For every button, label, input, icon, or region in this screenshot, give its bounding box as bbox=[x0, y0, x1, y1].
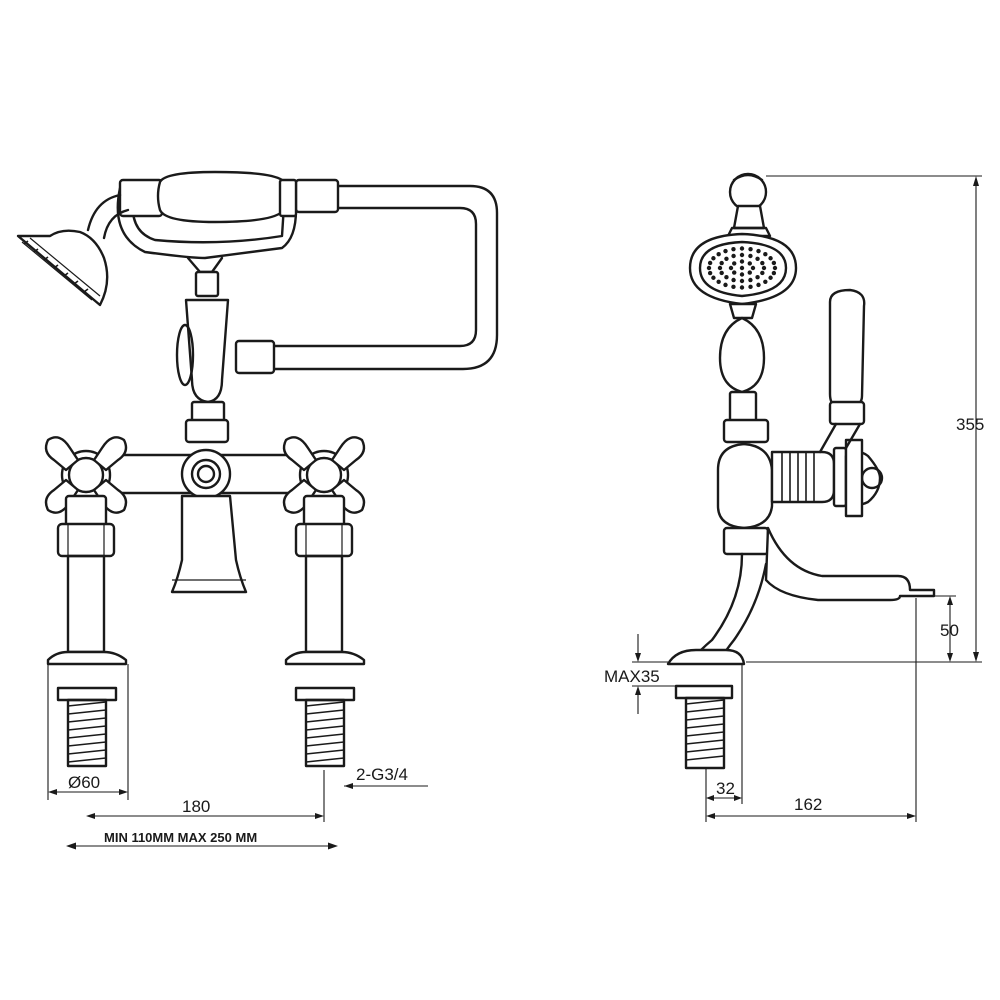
dim-centres: 180 bbox=[182, 797, 210, 816]
side-view bbox=[632, 172, 982, 822]
nozzle-hole bbox=[772, 265, 778, 271]
nozzle-hole bbox=[732, 270, 737, 275]
nozzle-hole bbox=[763, 252, 768, 257]
nozzle-hole bbox=[763, 279, 768, 284]
nozzle-hole bbox=[739, 259, 745, 264]
dim-spout-height: 50 bbox=[940, 621, 959, 640]
hose-cradle-side bbox=[726, 172, 772, 238]
nozzle-hole bbox=[716, 279, 721, 284]
nozzle-hole bbox=[723, 282, 728, 288]
nozzle-hole bbox=[739, 272, 745, 277]
nozzle-hole bbox=[719, 260, 724, 266]
mixer-body-front bbox=[80, 448, 334, 594]
nozzle-hole bbox=[771, 260, 777, 266]
nozzle-hole bbox=[724, 256, 729, 262]
nozzle-hole bbox=[739, 252, 745, 258]
nozzle-hole bbox=[706, 265, 712, 271]
nozzle-hole bbox=[731, 277, 736, 283]
dim-base-diameter: Ø60 bbox=[68, 773, 100, 792]
nozzle-hole bbox=[748, 277, 753, 283]
shower-head-side bbox=[688, 232, 798, 424]
nozzle-hole bbox=[748, 246, 753, 252]
nozzle-hole bbox=[707, 270, 713, 276]
dim-inlet-offset: 32 bbox=[716, 779, 735, 798]
dim-max-deck-thickness: MAX35 bbox=[604, 667, 660, 686]
nozzle-hole bbox=[719, 270, 724, 276]
dim-inlet-thread: 2-G3/4 bbox=[356, 765, 408, 784]
nozzle-hole bbox=[711, 256, 716, 261]
nozzle-hole bbox=[747, 261, 752, 266]
nozzle-hole bbox=[731, 284, 736, 290]
nozzle-hole bbox=[739, 285, 745, 290]
nozzle-hole bbox=[732, 261, 737, 266]
nozzle-hole bbox=[760, 270, 765, 276]
nozzle-hole bbox=[724, 274, 729, 280]
mixer-body-side bbox=[716, 418, 884, 556]
nozzle-hole bbox=[723, 248, 728, 254]
nozzle-hole bbox=[716, 252, 721, 257]
nozzle-hole bbox=[747, 270, 752, 275]
nozzle-hole bbox=[755, 256, 760, 262]
nozzle-hole bbox=[750, 265, 756, 271]
cross-handle-right bbox=[282, 436, 366, 768]
nozzle-hole bbox=[739, 265, 745, 271]
front-view bbox=[16, 170, 499, 850]
nozzle-hole bbox=[739, 246, 745, 251]
shower-hose bbox=[234, 178, 499, 375]
nozzle-hole bbox=[771, 270, 777, 276]
nozzle-hole bbox=[748, 284, 753, 290]
nozzle-hole bbox=[761, 265, 767, 271]
mixer-lever-front bbox=[175, 298, 230, 444]
nozzle-hole bbox=[717, 265, 723, 271]
mixer-lever-side bbox=[818, 288, 866, 454]
nozzle-hole bbox=[768, 256, 773, 261]
front-dimensions bbox=[47, 664, 428, 850]
nozzle-hole bbox=[756, 248, 761, 254]
nozzle-hole bbox=[755, 274, 760, 280]
dim-centres-range: MIN 110MM MAX 250 MM bbox=[104, 830, 257, 845]
nozzle-hole bbox=[711, 275, 716, 280]
nozzle-hole bbox=[760, 260, 765, 266]
nozzle-hole bbox=[728, 265, 734, 271]
nozzle-hole bbox=[768, 275, 773, 280]
shower-handset bbox=[16, 170, 298, 307]
nozzle-hole bbox=[756, 282, 761, 288]
nozzle-hole bbox=[731, 246, 736, 252]
nozzle-hole bbox=[748, 253, 753, 259]
dim-spout-reach: 162 bbox=[794, 795, 822, 814]
spout-side bbox=[666, 526, 936, 770]
nozzle-hole bbox=[707, 260, 713, 266]
nozzle-hole bbox=[731, 253, 736, 259]
cross-handle-left bbox=[44, 436, 128, 768]
side-dimensions bbox=[632, 175, 982, 822]
nozzle-hole bbox=[739, 278, 745, 284]
dim-overall-height: 355 bbox=[956, 415, 984, 434]
